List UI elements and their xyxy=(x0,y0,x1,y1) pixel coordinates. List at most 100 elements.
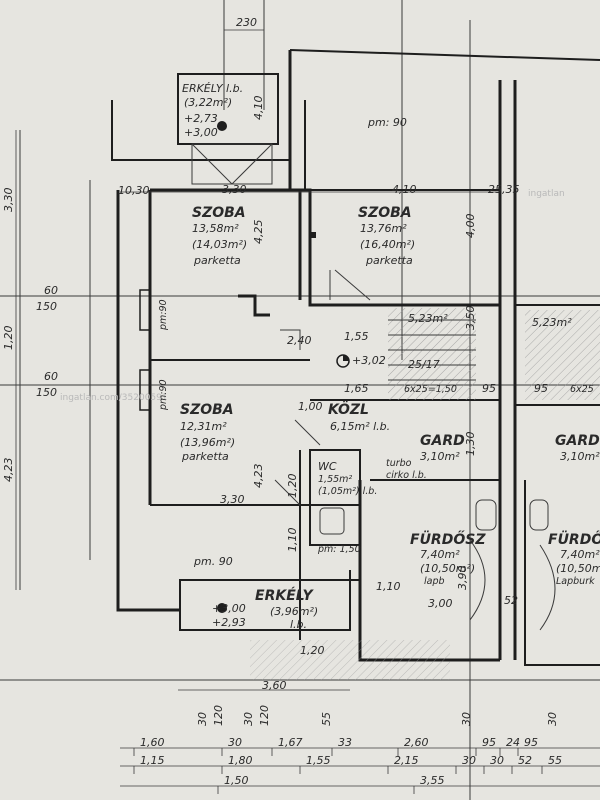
wc-area2: (1,05m²) l.b. xyxy=(318,486,377,497)
szoba2-name: SZOBA xyxy=(358,205,412,221)
room-gard: GARD 3,10m² turbo cirko l.b. xyxy=(386,433,465,481)
dim-top-230: 230 xyxy=(236,16,257,29)
dim-1030: 10,30 xyxy=(118,184,150,197)
szoba1-area2: (14,03m²) xyxy=(192,238,247,251)
level-texts: pm: 90 pm:90 pm:90 pm. 90 pm: 1,50 +3,02 xyxy=(158,116,407,568)
dim-330: 3,30 xyxy=(222,183,247,196)
left-60: 60 xyxy=(44,284,58,297)
erkely-top-name: ERKÉLY l.b. xyxy=(182,82,243,95)
szoba3-area2: (13,96m²) xyxy=(180,436,235,449)
dim-300: 3,00 xyxy=(428,597,453,610)
vdim-425: 4,25 xyxy=(252,220,265,245)
furdosz-area: 7,40m² xyxy=(420,548,460,561)
dim-95: 95 xyxy=(482,382,496,395)
szoba1-name: SZOBA xyxy=(192,205,246,221)
left-60b: 60 xyxy=(44,370,58,383)
furdosz-right-name: FÜRDŐSZ xyxy=(548,530,600,548)
balcony-top xyxy=(177,73,279,185)
dim-2535: 25,35 xyxy=(488,183,520,196)
bottom-row1-2: 1,67 xyxy=(278,736,303,749)
bottom-row3-0: 1,50 xyxy=(224,774,249,787)
erkely-bottom-name: ERKÉLY xyxy=(255,587,314,604)
walls xyxy=(111,49,600,666)
bottom-vertical-1: 120 xyxy=(212,705,225,726)
bottom-row2-4: 30 xyxy=(462,754,476,767)
szoba3-name: SZOBA xyxy=(180,402,234,418)
bottom-vertical-6: 30 xyxy=(546,712,559,726)
stair-rise: 25/17 xyxy=(408,358,440,371)
pm-wc: pm: 1,50 xyxy=(317,544,361,555)
stair-area: 5,23m² xyxy=(408,312,448,325)
windows-and-doors xyxy=(139,232,371,506)
dim-110: 1,10 xyxy=(376,580,401,593)
room-kozl: KÖZL 6,15m² l.b. xyxy=(328,400,390,433)
bottom-row1-5: 95 xyxy=(482,736,496,749)
furdosz-floor: lapb xyxy=(424,576,445,587)
room-erkely-top: ERKÉLY l.b. (3,22m²) +2,73 +3,00 xyxy=(182,82,243,139)
gard-right-area: 3,10m² xyxy=(560,450,600,463)
vdim-120: 1,20 xyxy=(286,474,299,499)
pm-left: pm:90 xyxy=(158,299,169,331)
room-gard-right: GARD 3,10m² xyxy=(555,433,600,463)
erkely-bottom-area: (3,96m²) xyxy=(270,605,318,618)
left-330: 3,30 xyxy=(2,188,15,213)
dimensions-top: 230 10,30 3,30 4,10 25,35 xyxy=(118,16,520,197)
dim-100: 1,00 xyxy=(298,400,323,413)
szoba2-floor: parketta xyxy=(365,254,413,267)
erkely-top-level2: +3,00 xyxy=(184,126,218,139)
watermark-right: ingatlan xyxy=(528,189,565,199)
kozl-name: KÖZL xyxy=(328,400,369,418)
room-furdosz-right: FÜRDŐSZ 7,40m² (10,50m²) Lapburk xyxy=(548,530,600,587)
bathroom-fixtures xyxy=(319,499,556,631)
bottom-row2-7: 55 xyxy=(548,754,562,767)
vdim-110: 1,10 xyxy=(286,528,299,553)
dim-330b: 3,30 xyxy=(220,493,245,506)
stair-treads: 6x25=1,50 xyxy=(404,384,457,395)
watermark-left: ingatlan.com/35200591 xyxy=(60,393,168,403)
szoba3-floor: parketta xyxy=(181,450,229,463)
gard-note1: turbo xyxy=(386,458,412,469)
dim-120: 1,20 xyxy=(300,644,325,657)
bottom-vertical-2: 30 xyxy=(242,712,255,726)
szoba2-area2: (16,40m²) xyxy=(360,238,415,251)
furdosz-name: FÜRDŐSZ xyxy=(410,530,486,548)
dim-165: 1,65 xyxy=(344,382,369,395)
wc-name: WC xyxy=(318,460,337,473)
bottom-row2-6: 52 xyxy=(518,754,532,767)
furdosz-right-floor: Lapburk xyxy=(556,576,595,587)
bottom-vertical-4: 55 xyxy=(320,712,333,726)
pm-bottom: pm. 90 xyxy=(193,555,233,568)
pm-top: pm: 90 xyxy=(367,116,407,129)
dim-95b: 95 xyxy=(534,382,548,395)
stair-right-treads: 6x25 xyxy=(570,384,594,395)
room-erkely-bottom: ERKÉLY (3,96m²) l.b. +3,00 +2,93 xyxy=(212,587,318,631)
gard-right-name: GARD xyxy=(555,433,600,449)
left-120: 1,20 xyxy=(2,326,15,351)
dim-52: 52 xyxy=(504,594,518,607)
dimensions-vertical: 4,25 4,00 4,23 4,10 3,50 3,90 1,20 1,10 … xyxy=(252,96,477,591)
bottom-row1-3: 33 xyxy=(338,736,352,749)
balcony-bottom-hatch xyxy=(250,640,450,680)
room-szoba-2: SZOBA 13,76m² (16,40m²) parketta xyxy=(358,205,415,267)
left-423: 4,23 xyxy=(2,458,15,483)
bottom-row1-1: 30 xyxy=(228,736,242,749)
dim-360: 3,60 xyxy=(262,679,287,692)
room-wc: WC 1,55m² (1,05m²) l.b. xyxy=(318,460,377,497)
szoba1-floor: parketta xyxy=(193,254,241,267)
bottom-row2-1: 1,80 xyxy=(228,754,253,767)
bottom-row1-7: 95 xyxy=(524,736,538,749)
dimensions-left: 3,30 60 150 60 150 1,20 4,23 xyxy=(2,130,58,590)
pm-mid: pm:90 xyxy=(158,379,169,411)
dimensions-interior: 1,55 1,65 2,40 1,00 95 95 3,30 1,10 3,00… xyxy=(178,330,548,692)
vdim-423: 4,23 xyxy=(252,464,265,489)
bottom-vertical-5: 30 xyxy=(460,712,473,726)
bottom-row2-3: 2,15 xyxy=(394,754,419,767)
furdosz-area2: (10,50m²) xyxy=(420,562,475,575)
stair-labels: 5,23m² 25/17 6x25=1,50 5,23m² 6x25 xyxy=(404,312,594,395)
vdim-350: 3,50 xyxy=(464,306,477,331)
stair-right-area: 5,23m² xyxy=(532,316,572,329)
bottom-row2-5: 30 xyxy=(490,754,504,767)
wc-area: 1,55m² xyxy=(318,474,352,485)
